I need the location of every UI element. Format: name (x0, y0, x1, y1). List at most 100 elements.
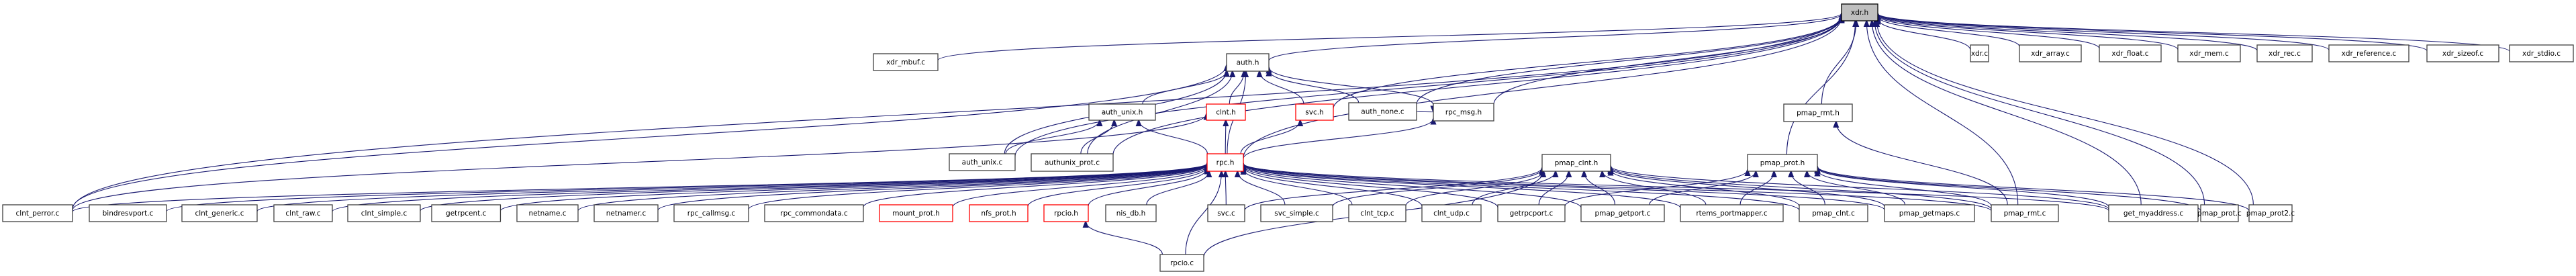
node-label: svc.c (1217, 210, 1235, 218)
node-svc-c[interactable]: svc.c (1207, 204, 1245, 222)
node-xdr-mbuf-c[interactable]: xdr_mbuf.c (873, 53, 939, 71)
node-auth-unix-h[interactable]: auth_unix.h (1088, 103, 1156, 121)
node-label: clnt_generic.c (195, 210, 244, 218)
node-rpc-msg-h[interactable]: rpc_msg.h (1433, 103, 1494, 122)
node-box (2108, 204, 2199, 222)
node-box (516, 204, 579, 222)
node-box (1105, 204, 1157, 222)
node-label: getrpcport.c (1510, 210, 1554, 218)
edge-pmap-getport-c-to-pmap-prot-h (1649, 171, 1756, 205)
node-label: xdr.h (1851, 9, 1868, 17)
edge-pmap-clnt-c-to-pmap-prot-h (1791, 171, 1825, 205)
node-authunix-prot-c[interactable]: authunix_prot.c (1031, 153, 1114, 172)
node-rpc-commondata-c[interactable]: rpc_commondata.c (764, 204, 864, 222)
edge-rpcio-c-to-rpcio-h (1086, 222, 1163, 255)
node-box (1206, 153, 1244, 172)
node-bindresvport-c[interactable]: bindresvport.c (89, 204, 167, 222)
edge-xdr-mbuf-c-to-xdr-h (937, 13, 1842, 61)
edge-get-myaddress-c-to-xdr-h (1872, 21, 2142, 205)
node-box (1680, 204, 1784, 222)
node-xdr-mem-c[interactable]: xdr_mem.c (2177, 44, 2241, 62)
node-xdr-array-c[interactable]: xdr_array.c (2019, 44, 2082, 62)
node-pmap-rmt-h[interactable]: pmap_rmt.h (1783, 103, 1853, 122)
node-nfs-prot-h[interactable]: nfs_prot.h (969, 204, 1029, 222)
edges-layer (72, 13, 2510, 258)
node-label: bindresvport.c (103, 210, 154, 218)
edge-clnt-perror-c-to-clnt-h (72, 114, 1206, 211)
node-nis-db-h[interactable]: nis_db.h (1105, 204, 1157, 222)
node-box (1348, 102, 1417, 121)
node-box (431, 204, 502, 222)
node-box (1580, 204, 1665, 222)
node-clnt-perror-c[interactable]: clnt_perror.c (2, 204, 73, 222)
node-label: rpc_callmsg.c (687, 210, 736, 218)
node-box (2248, 204, 2293, 222)
node-box (593, 204, 659, 222)
node-xdr-stdio-c[interactable]: xdr_stdio.c (2509, 44, 2574, 62)
node-box (879, 204, 953, 222)
node-box (1747, 154, 1818, 172)
edge-pmap-rmt-c-to-pmap-rmt-h (1836, 122, 2008, 205)
node-xdr-sizeof-c[interactable]: xdr_sizeof.c (2426, 44, 2499, 62)
node-auth-none-c[interactable]: auth_none.c (1348, 102, 1417, 121)
node-getrpcent-c[interactable]: getrpcent.c (431, 204, 502, 222)
node-label: rpcio.h (1054, 210, 1078, 218)
node-netnamer-c[interactable]: netnamer.c (593, 204, 659, 222)
node-xdr-reference-c[interactable]: xdr_reference.c (2328, 44, 2410, 62)
node-label: auth_none.c (1361, 108, 1404, 116)
node-pmap-prot-c[interactable]: pmap_prot.c (2197, 204, 2242, 222)
node-box (1970, 44, 1989, 62)
node-pmap-getmaps-c[interactable]: pmap_getmaps.c (1884, 204, 1975, 222)
edge-svc-simple-c-to-rpc-h (1237, 171, 1286, 205)
node-rtems-portmapper-c[interactable]: rtems_portmapper.c (1680, 204, 1784, 222)
node-auth-h[interactable]: auth.h (1226, 53, 1270, 72)
node-rpcio-h[interactable]: rpcio.h (1043, 204, 1089, 222)
edge-pmap-getmaps-c-to-rpc-h (1243, 164, 1885, 211)
edge-get-myaddress-c-to-pmap-clnt-h (1611, 166, 2109, 210)
node-pmap-clnt-c[interactable]: pmap_clnt.c (1799, 204, 1868, 222)
node-rpc-h[interactable]: rpc.h (1206, 153, 1244, 172)
node-pmap-prot-h[interactable]: pmap_prot.h (1747, 154, 1818, 172)
edge-pmap-rmt-c-to-xdr-h (1866, 21, 2019, 205)
node-rpc-callmsg-c[interactable]: rpc_callmsg.c (673, 204, 749, 222)
node-pmap-prot2-c[interactable]: pmap_prot2.c (2246, 204, 2295, 222)
node-label: mount_prot.h (892, 210, 940, 218)
node-box (1497, 204, 1566, 222)
node-pmap-rmt-c[interactable]: pmap_rmt.c (1991, 204, 2059, 222)
node-box (1783, 103, 1853, 122)
node-clnt-udp-c[interactable]: clnt_udp.c (1421, 204, 1482, 222)
node-rpcio-c[interactable]: rpcio.c (1159, 254, 1204, 272)
edge-get-myaddress-c-to-rpc-h (1243, 164, 2109, 212)
node-xdr-h: xdr.h (1841, 3, 1878, 21)
edge-rpcio-c-to-rpc-h (1185, 171, 1222, 255)
node-label: clnt_udp.c (1433, 210, 1470, 218)
node-pmap-clnt-h[interactable]: pmap_clnt.h (1541, 154, 1611, 172)
node-label: pmap_prot.h (1760, 159, 1805, 167)
edge-xdr-mem-c-to-xdr-h (1878, 15, 2179, 50)
node-label: pmap_clnt.h (1555, 159, 1599, 167)
edge-xdr-float-c-to-xdr-h (1878, 15, 2100, 49)
node-xdr-rec-c[interactable]: xdr_rec.c (2256, 44, 2313, 62)
node-clnt-h[interactable]: clnt.h (1206, 103, 1246, 121)
node-svc-simple-c[interactable]: svc_simple.c (1260, 204, 1333, 222)
node-clnt-raw-c[interactable]: clnt_raw.c (273, 204, 333, 222)
node-clnt-simple-c[interactable]: clnt_simple.c (347, 204, 421, 222)
node-getrpcport-c[interactable]: getrpcport.c (1497, 204, 1566, 222)
node-auth-unix-c[interactable]: auth_unix.c (949, 153, 1016, 171)
node-label: rpcio.c (1170, 259, 1194, 267)
node-clnt-tcp-c[interactable]: clnt_tcp.c (1348, 204, 1406, 222)
edge-svc-c-to-pmap-clnt-h (1244, 168, 1542, 211)
node-svc-h[interactable]: svc.h (1295, 103, 1334, 121)
node-xdr-c[interactable]: xdr.c (1970, 44, 1989, 62)
node-xdr-float-c[interactable]: xdr_float.c (2099, 44, 2162, 62)
edge-svc-h-to-auth-h (1259, 71, 1304, 105)
node-label: pmap_getport.c (1594, 210, 1650, 218)
node-netname-c[interactable]: netname.c (516, 204, 579, 222)
node-box (949, 153, 1016, 171)
node-box (1541, 154, 1611, 172)
node-mount-prot-h[interactable]: mount_prot.h (879, 204, 953, 222)
node-pmap-getport-c[interactable]: pmap_getport.c (1580, 204, 1665, 222)
node-get-myaddress-c[interactable]: get_myaddress.c (2108, 204, 2199, 222)
node-clnt-generic-c[interactable]: clnt_generic.c (181, 204, 258, 222)
